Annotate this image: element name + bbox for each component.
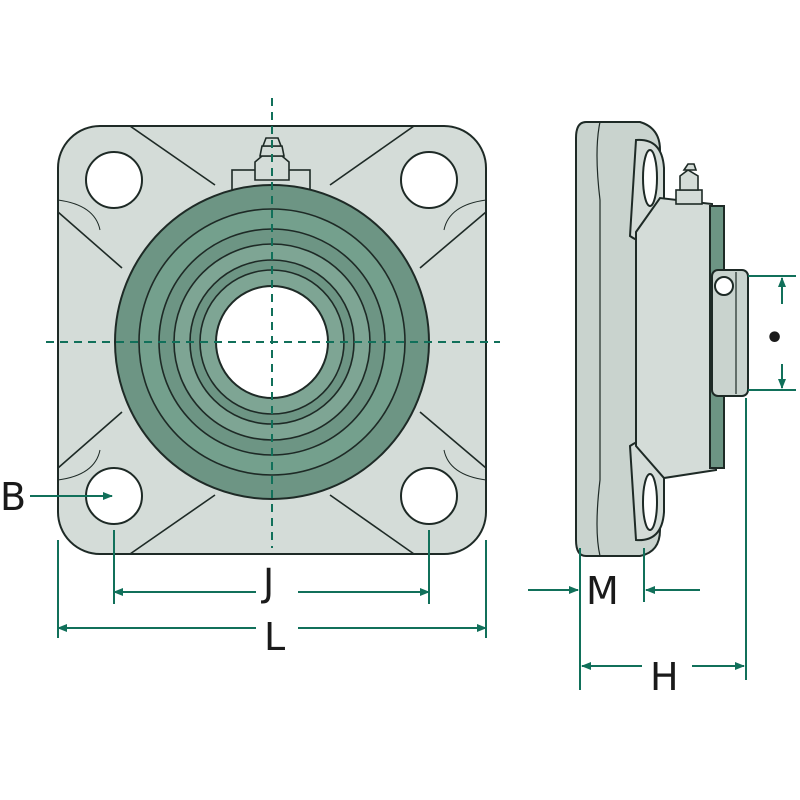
side-shaft-collar <box>711 269 749 397</box>
corner-lugs <box>57 125 487 555</box>
label-b: B <box>0 475 26 519</box>
side-housing-body <box>635 196 718 480</box>
front-dimensions <box>30 492 487 638</box>
mounting-hole-top-right <box>400 151 458 209</box>
label-j: J <box>261 561 274 605</box>
grease-nipple-side <box>675 163 703 205</box>
mounting-hole-top-left <box>85 151 143 209</box>
front-view <box>46 98 500 555</box>
mounting-hole-bottom-right <box>400 467 458 525</box>
label-l: L <box>264 615 285 659</box>
side-dimensions <box>528 275 796 690</box>
label-m: M <box>586 569 619 613</box>
label-bore-marker: • <box>765 321 784 356</box>
side-view <box>575 121 749 557</box>
set-screw <box>714 276 734 296</box>
label-h: H <box>650 655 679 699</box>
